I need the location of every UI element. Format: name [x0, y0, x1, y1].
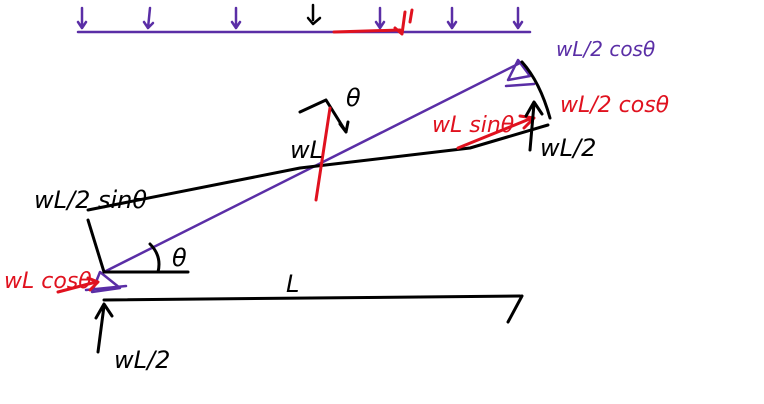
left-red-force-label: wL cosθ: [4, 269, 92, 294]
span-end-tick: [506, 294, 524, 324]
load-arrow-5: [446, 6, 458, 30]
mid-span-loads: θ wL: [290, 84, 361, 202]
rotation-arrow: [298, 98, 350, 134]
distributed-load: [76, 3, 532, 36]
right-black-force-arrow: [524, 100, 544, 152]
load-arrow-6: [512, 6, 524, 30]
bottom-reaction-arrow: [94, 302, 114, 354]
load-arrow-center-black: [306, 3, 322, 26]
load-arrow-1: [76, 6, 88, 30]
span-length-label: L: [286, 270, 299, 298]
right-black-force-label: wL/2: [540, 134, 596, 162]
left-vertical-segment: [86, 218, 106, 274]
right-end-forces: wL/2 cosθ wL sinθ wL/2 cosθ wL/2: [432, 37, 670, 162]
angle-arc: [148, 242, 161, 274]
angle-theta-marker: θ: [102, 242, 190, 274]
span-dimension-line: [102, 294, 522, 302]
red-resultant-on-load: [332, 8, 414, 36]
load-arrow-2: [142, 6, 155, 30]
upper-polyline: [86, 123, 550, 212]
right-red-force-label-1: wL sinθ: [432, 113, 515, 138]
shear-outline: [86, 60, 552, 274]
left-end-forces: wL/2 sinθ wL cosθ: [4, 186, 147, 294]
right-roller-support: [506, 58, 532, 82]
load-arrow-4: [374, 6, 386, 30]
right-support-hatch: [504, 82, 536, 88]
right-red-force-label-2: wL/2 cosθ: [560, 93, 670, 118]
mid-load-label: wL: [290, 136, 323, 164]
right-purple-moment-label: wL/2 cosθ: [556, 37, 655, 61]
right-curve-segment: [520, 60, 552, 120]
span-dimension: L: [102, 270, 524, 324]
bottom-reaction: wL/2: [94, 302, 170, 374]
left-red-force-arrow: [56, 276, 100, 294]
bottom-reaction-label: wL/2: [114, 346, 170, 374]
inclined-beam: [84, 58, 536, 294]
theta-angle-label: θ: [172, 244, 187, 272]
mid-red-vertical-load: [314, 106, 332, 202]
left-top-force-label: wL/2 sinθ: [34, 186, 147, 214]
theta-rotation-label: θ: [346, 84, 361, 112]
load-arrow-3: [230, 6, 242, 30]
